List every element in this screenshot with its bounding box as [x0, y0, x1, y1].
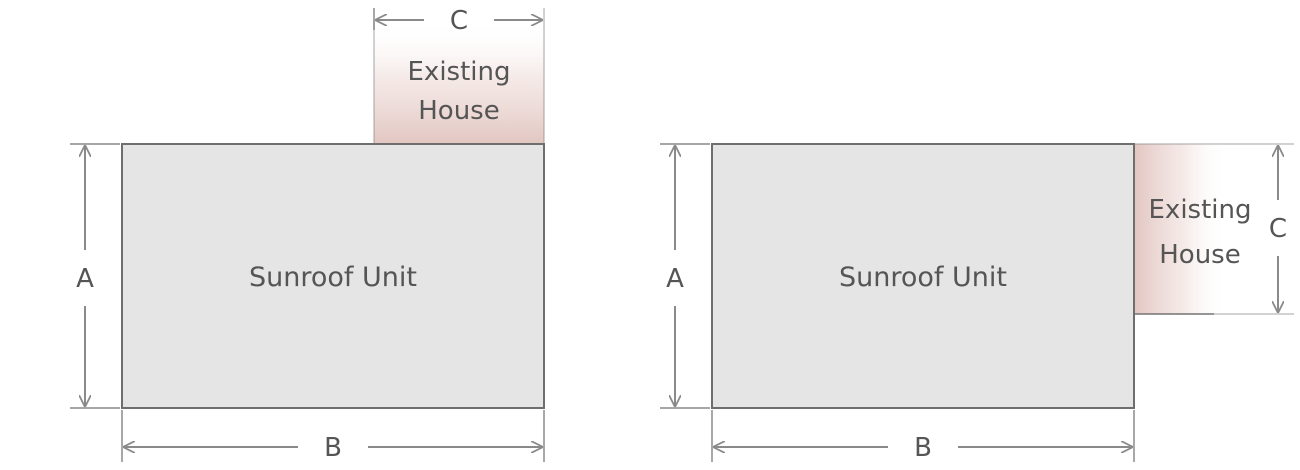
sunroof-unit	[711, 143, 1135, 409]
house-label-line1: Existing	[408, 57, 511, 87]
existing-house-area	[1134, 144, 1226, 314]
sunroof-unit	[121, 143, 545, 409]
house-label-line2: House	[418, 96, 499, 126]
house-label-line1: Existing	[1149, 195, 1252, 225]
layout-house-beside: Existing House C Sunroof Unit A B	[660, 143, 1294, 463]
dim-c-label: C	[1269, 214, 1287, 244]
sunroof-unit-label: Sunroof Unit	[839, 262, 1007, 293]
layout-house-behind: Existing House C Sunroof Unit A B	[70, 6, 545, 463]
house-label-line2: House	[1159, 240, 1240, 270]
dim-a-label: A	[76, 264, 94, 294]
dim-a-label: A	[666, 264, 684, 294]
sunroof-unit-label: Sunroof Unit	[249, 262, 417, 293]
dim-c-label: C	[450, 6, 468, 36]
dim-b-label: B	[324, 433, 342, 463]
dim-b-label: B	[914, 433, 932, 463]
existing-house-area	[374, 20, 544, 144]
